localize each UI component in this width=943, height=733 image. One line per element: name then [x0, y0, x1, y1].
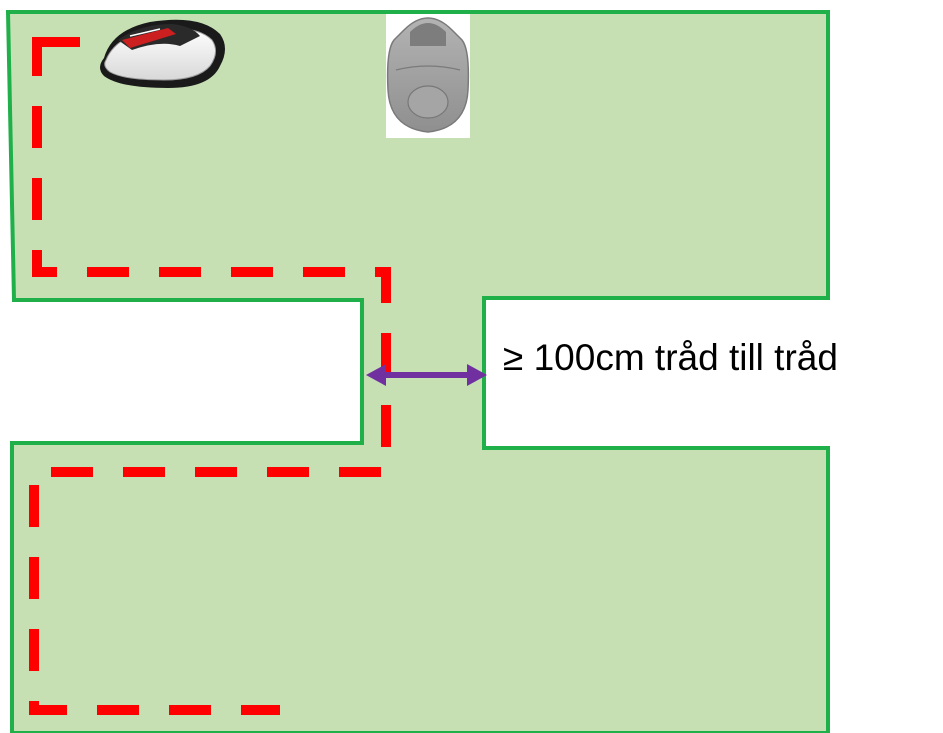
- distance-label: ≥ 100cm tråd till tråd: [503, 337, 838, 378]
- charging-station-icon: [386, 14, 470, 138]
- distance-arrow: [366, 364, 487, 386]
- robotic-mower-icon: [100, 19, 225, 88]
